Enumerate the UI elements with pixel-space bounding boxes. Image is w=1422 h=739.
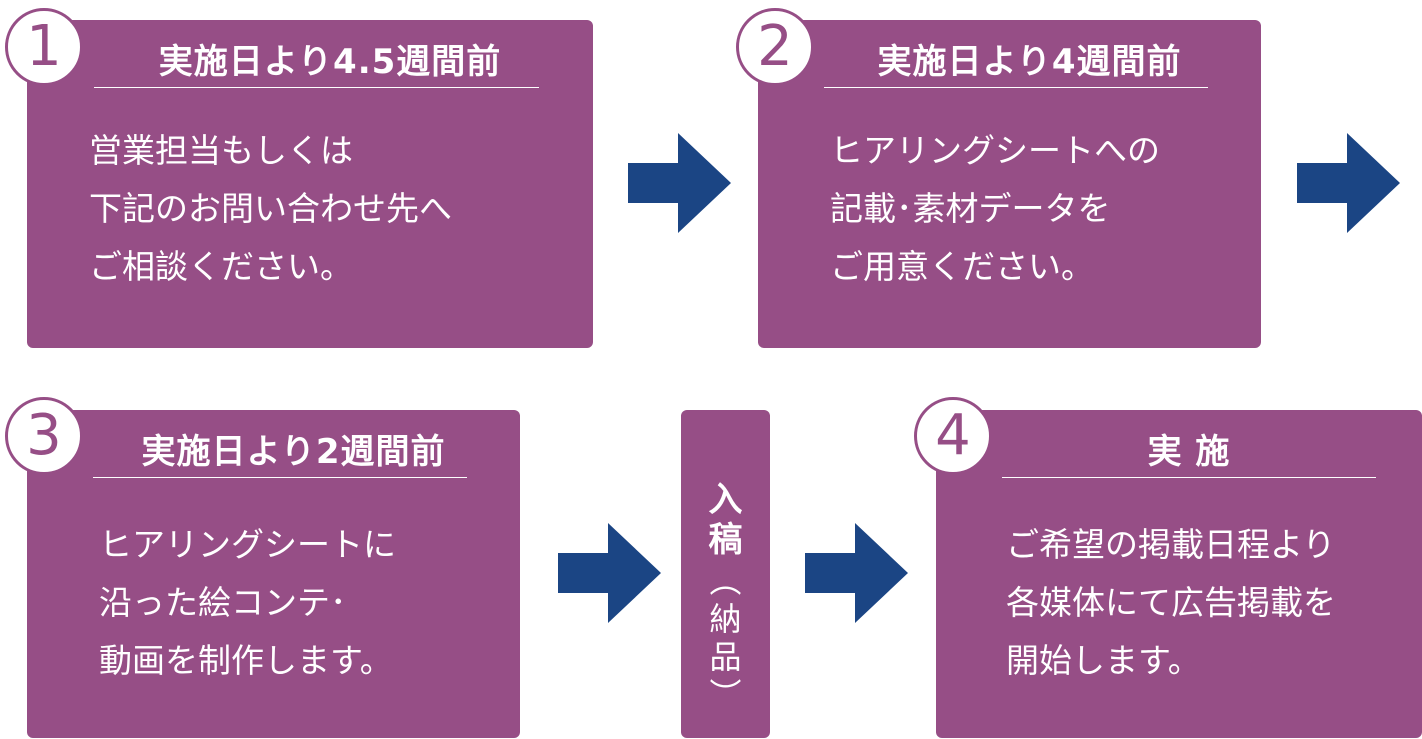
- delivery-box: 入 稿 ︵ 納 品 ︶: [681, 410, 770, 738]
- step-body-line: 営業担当もしくは: [89, 131, 353, 170]
- delivery-sublabel: ︵ 納 品 ︶: [681, 562, 770, 714]
- right-arrow-icon: [628, 133, 731, 233]
- step-title-3: 実施日より2週間前: [141, 432, 446, 472]
- step-title-rule-4: [1002, 477, 1376, 478]
- step-title-1: 実施日より4.5週間前: [158, 42, 502, 82]
- delivery-sublabel-char: 品: [709, 638, 742, 676]
- step-body-line: ご相談ください。: [89, 247, 353, 286]
- right-arrow-icon: [1297, 133, 1400, 233]
- step-body-line: ご用意ください。: [830, 247, 1094, 286]
- delivery-label-char: 稿: [708, 520, 743, 560]
- step-body-2: ヒアリングシートへの 記載･素材データを ご用意ください。: [830, 122, 1160, 296]
- step-body-line: 各媒体にて広告掲載を: [1006, 583, 1336, 622]
- step-title-4: 実 施: [1147, 432, 1231, 472]
- step-body-line: ヒアリングシートへの: [830, 131, 1160, 170]
- right-arrow-icon: [805, 523, 908, 623]
- delivery-sublabel-char: ︵: [709, 562, 742, 600]
- step-body-line: ご希望の掲載日程より: [1006, 525, 1336, 564]
- step-title-2: 実施日より4週間前: [877, 42, 1182, 82]
- delivery-sublabel-char: 納: [709, 600, 742, 638]
- step-number-badge-3: 3: [5, 397, 83, 475]
- delivery-label-char: 入: [708, 480, 743, 520]
- step-body-line: ヒアリングシートに: [99, 525, 396, 564]
- step-number-badge-4: 4: [914, 397, 992, 475]
- step-card-3: 実施日より2週間前 ヒアリングシートに 沿った絵コンテ･ 動画を制作します。: [27, 410, 520, 738]
- step-body-4: ご希望の掲載日程より 各媒体にて広告掲載を 開始します。: [1006, 516, 1336, 690]
- step-card-4: 実 施 ご希望の掲載日程より 各媒体にて広告掲載を 開始します。: [936, 410, 1422, 738]
- step-number-badge-1: 1: [5, 8, 83, 86]
- step-body-line: 記載･素材データを: [830, 189, 1111, 228]
- step-card-1: 実施日より4.5週間前 営業担当もしくは 下記のお問い合わせ先へ ご相談ください…: [27, 20, 593, 348]
- step-body-line: 開始します。: [1006, 641, 1201, 680]
- step-title-rule-2: [824, 87, 1208, 88]
- step-body-line: 動画を制作します。: [99, 641, 393, 680]
- delivery-label: 入 稿: [681, 480, 770, 560]
- step-body-line: 沿った絵コンテ･: [99, 583, 347, 622]
- delivery-sublabel-char: ︶: [709, 676, 742, 714]
- step-body-3: ヒアリングシートに 沿った絵コンテ･ 動画を制作します。: [99, 516, 396, 690]
- step-number-badge-2: 2: [736, 8, 814, 86]
- step-title-rule-1: [94, 87, 539, 88]
- step-card-2: 実施日より4週間前 ヒアリングシートへの 記載･素材データを ご用意ください。: [758, 20, 1261, 348]
- step-body-line: 下記のお問い合わせ先へ: [89, 189, 452, 228]
- step-title-rule-3: [93, 477, 467, 478]
- right-arrow-icon: [558, 523, 661, 623]
- step-body-1: 営業担当もしくは 下記のお問い合わせ先へ ご相談ください。: [89, 122, 452, 296]
